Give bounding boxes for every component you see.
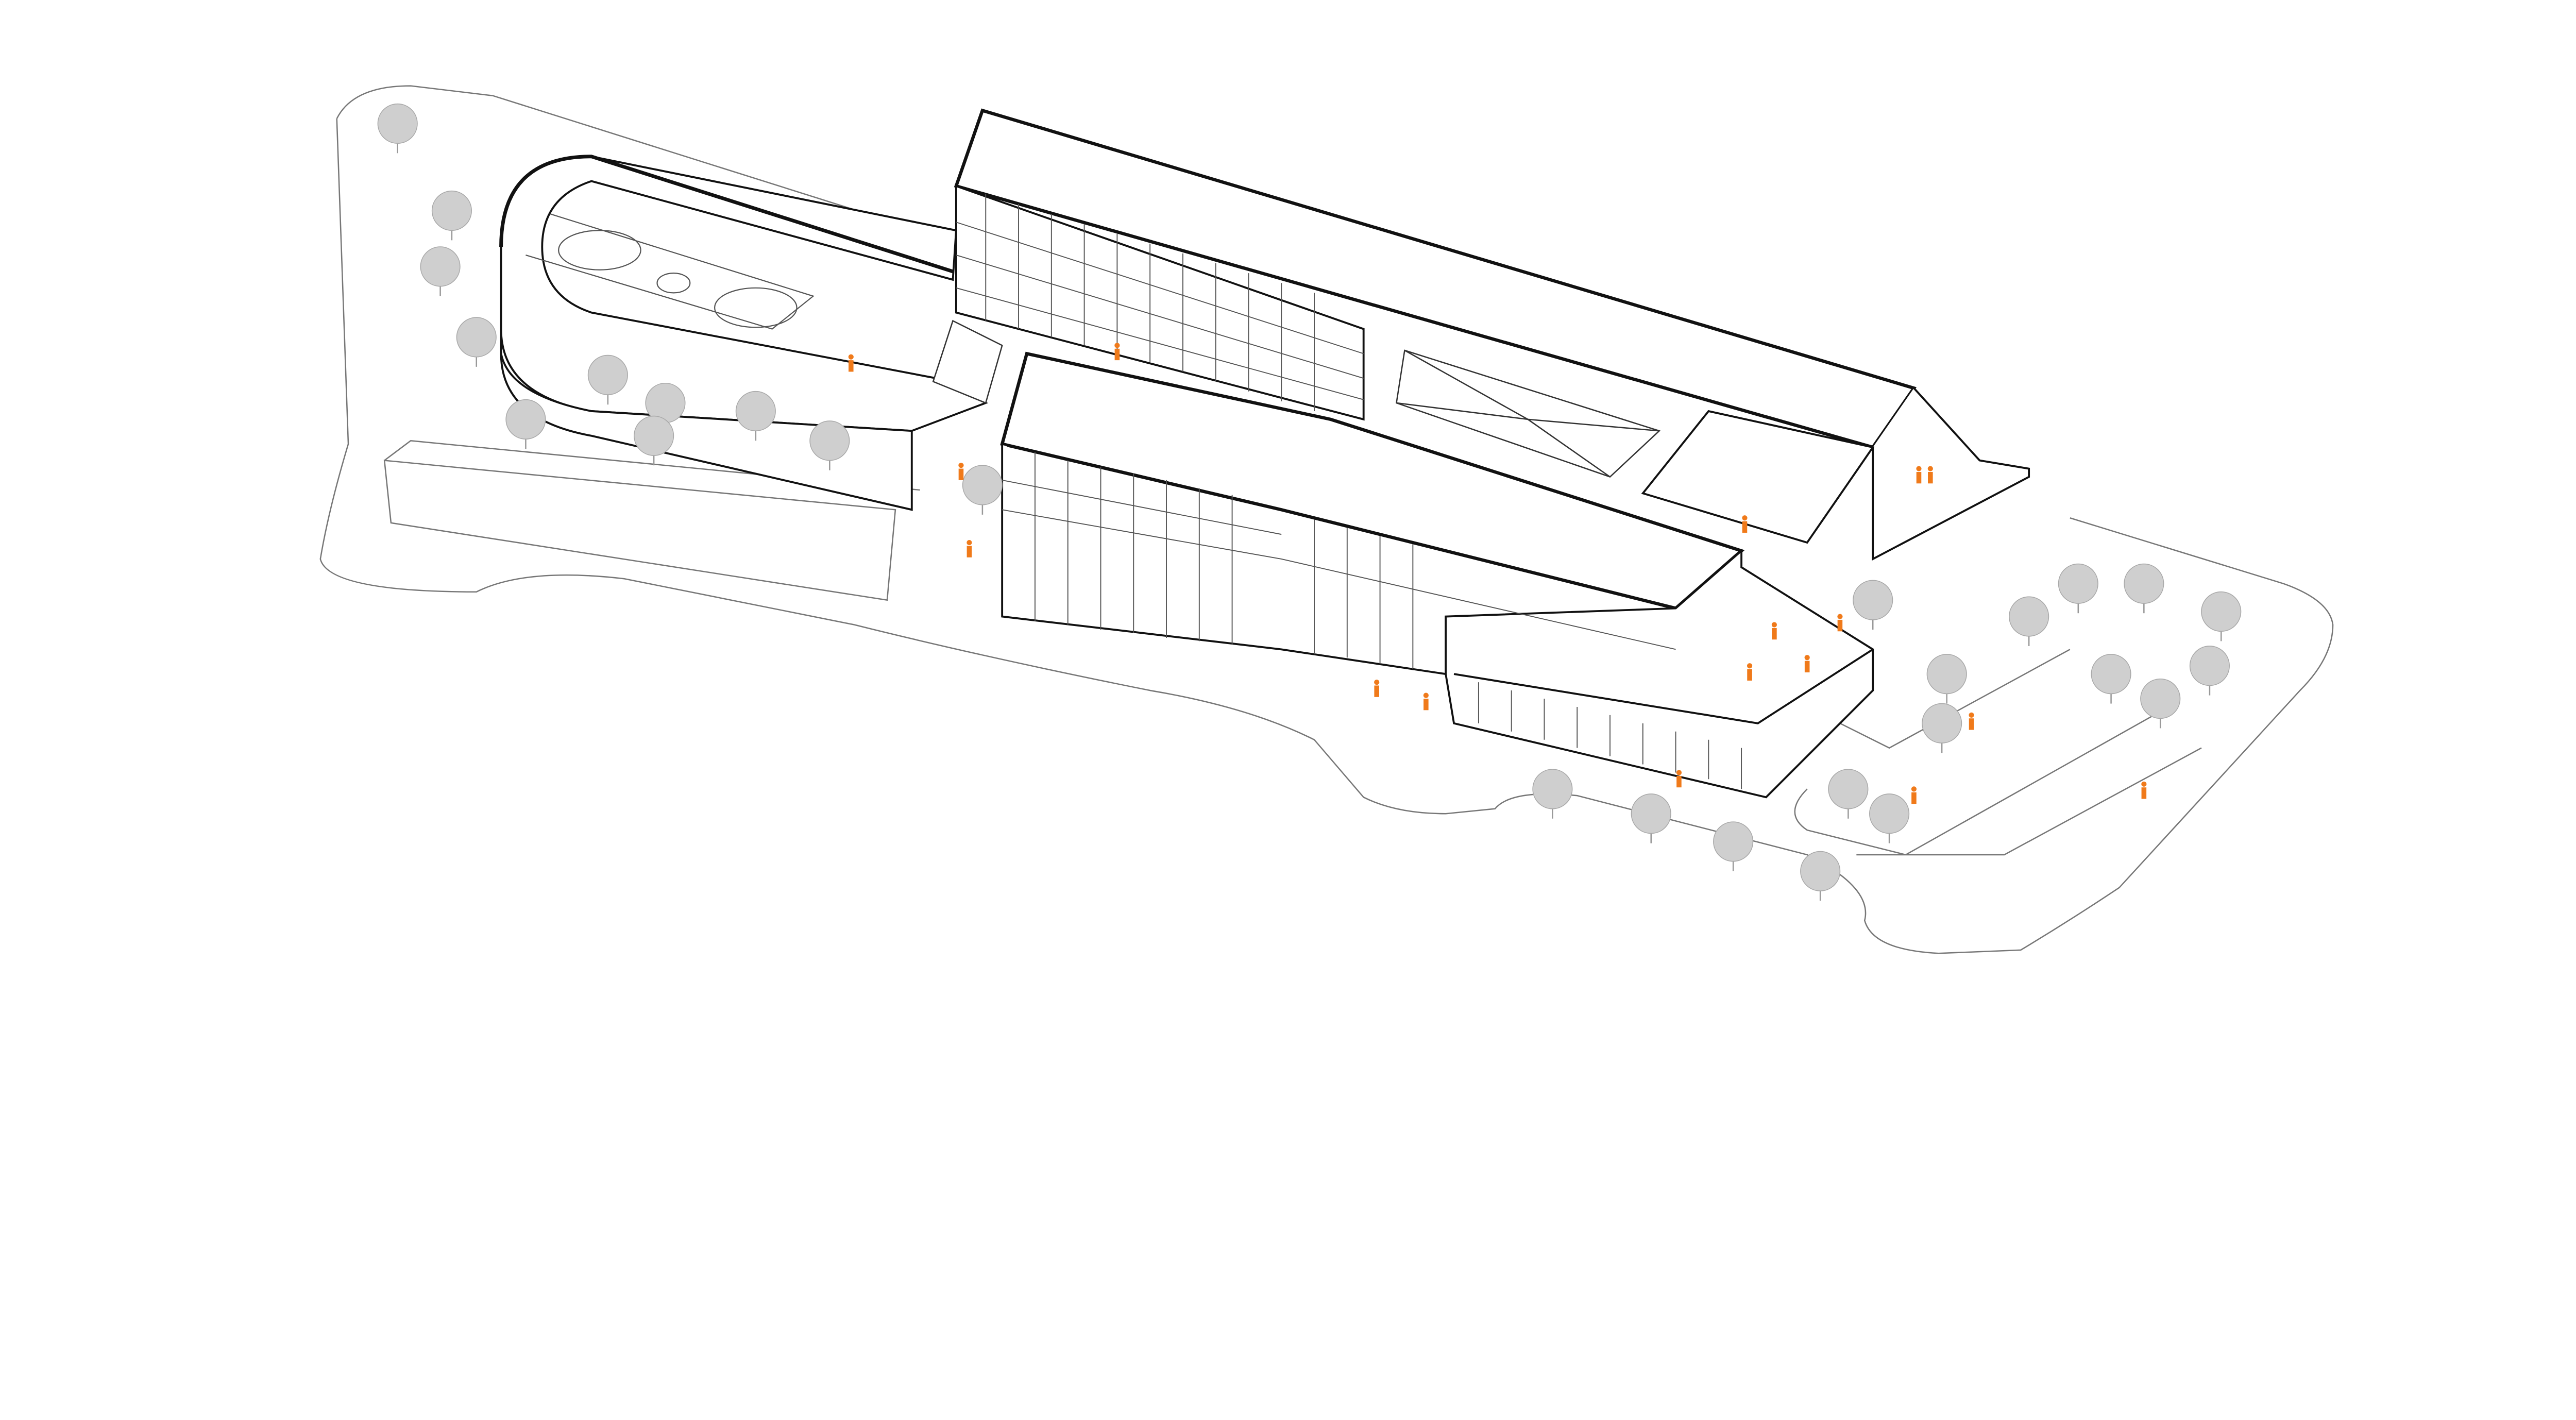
tree-icon [634, 415, 674, 466]
tree-icon [809, 420, 850, 470]
person-icon [1771, 622, 1777, 640]
tree-icon [505, 399, 546, 449]
rear-building [954, 108, 2030, 561]
tree-icon [2058, 563, 2098, 614]
tree-icon [1800, 851, 1841, 901]
site-boundary [319, 85, 2334, 954]
tree-icon [2140, 678, 2181, 729]
tree-icon [1926, 654, 1967, 704]
person-icon [1916, 466, 1922, 484]
person-icon [2141, 781, 2147, 799]
person-icon [1423, 692, 1429, 711]
person-icon [1374, 680, 1380, 697]
tree-icon [420, 246, 461, 296]
person-icon [1911, 786, 1917, 804]
person-icon [958, 463, 964, 480]
tree-icon [2091, 654, 2131, 704]
tree-icon [456, 317, 497, 367]
person-icon [1927, 466, 1933, 484]
tree-icon [735, 391, 776, 441]
person-icon [1969, 712, 1974, 730]
person-icon [1742, 515, 1748, 533]
tree-icon [1828, 769, 1869, 819]
tree-icon [962, 465, 1003, 515]
front-building [1000, 351, 1874, 799]
person-icon [1837, 614, 1843, 632]
tree-icon [1532, 769, 1573, 819]
tree-icon [587, 354, 628, 405]
person-icon [1747, 663, 1753, 681]
axonometric-drawing [319, 85, 2334, 954]
tree-icon [431, 190, 472, 241]
tree-icon [377, 103, 418, 154]
tree-icon [1922, 703, 1962, 753]
tree-icon [2201, 591, 2242, 641]
person-icon [1114, 343, 1120, 361]
tree-icon [2189, 646, 2230, 696]
person-icon [848, 354, 854, 372]
trees [377, 103, 2242, 901]
tree-icon [1869, 793, 1910, 843]
person-icon [967, 539, 972, 557]
tree-icon [2009, 596, 2049, 646]
person-icon [1676, 770, 1682, 788]
person-icon [1804, 655, 1810, 672]
courtyard-rooflight [932, 319, 1661, 478]
people [848, 343, 2147, 804]
tree-icon [1853, 580, 1893, 630]
tree-icon [1713, 821, 1754, 871]
tree-icon [2124, 563, 2164, 614]
tree-icon [1631, 793, 1671, 843]
